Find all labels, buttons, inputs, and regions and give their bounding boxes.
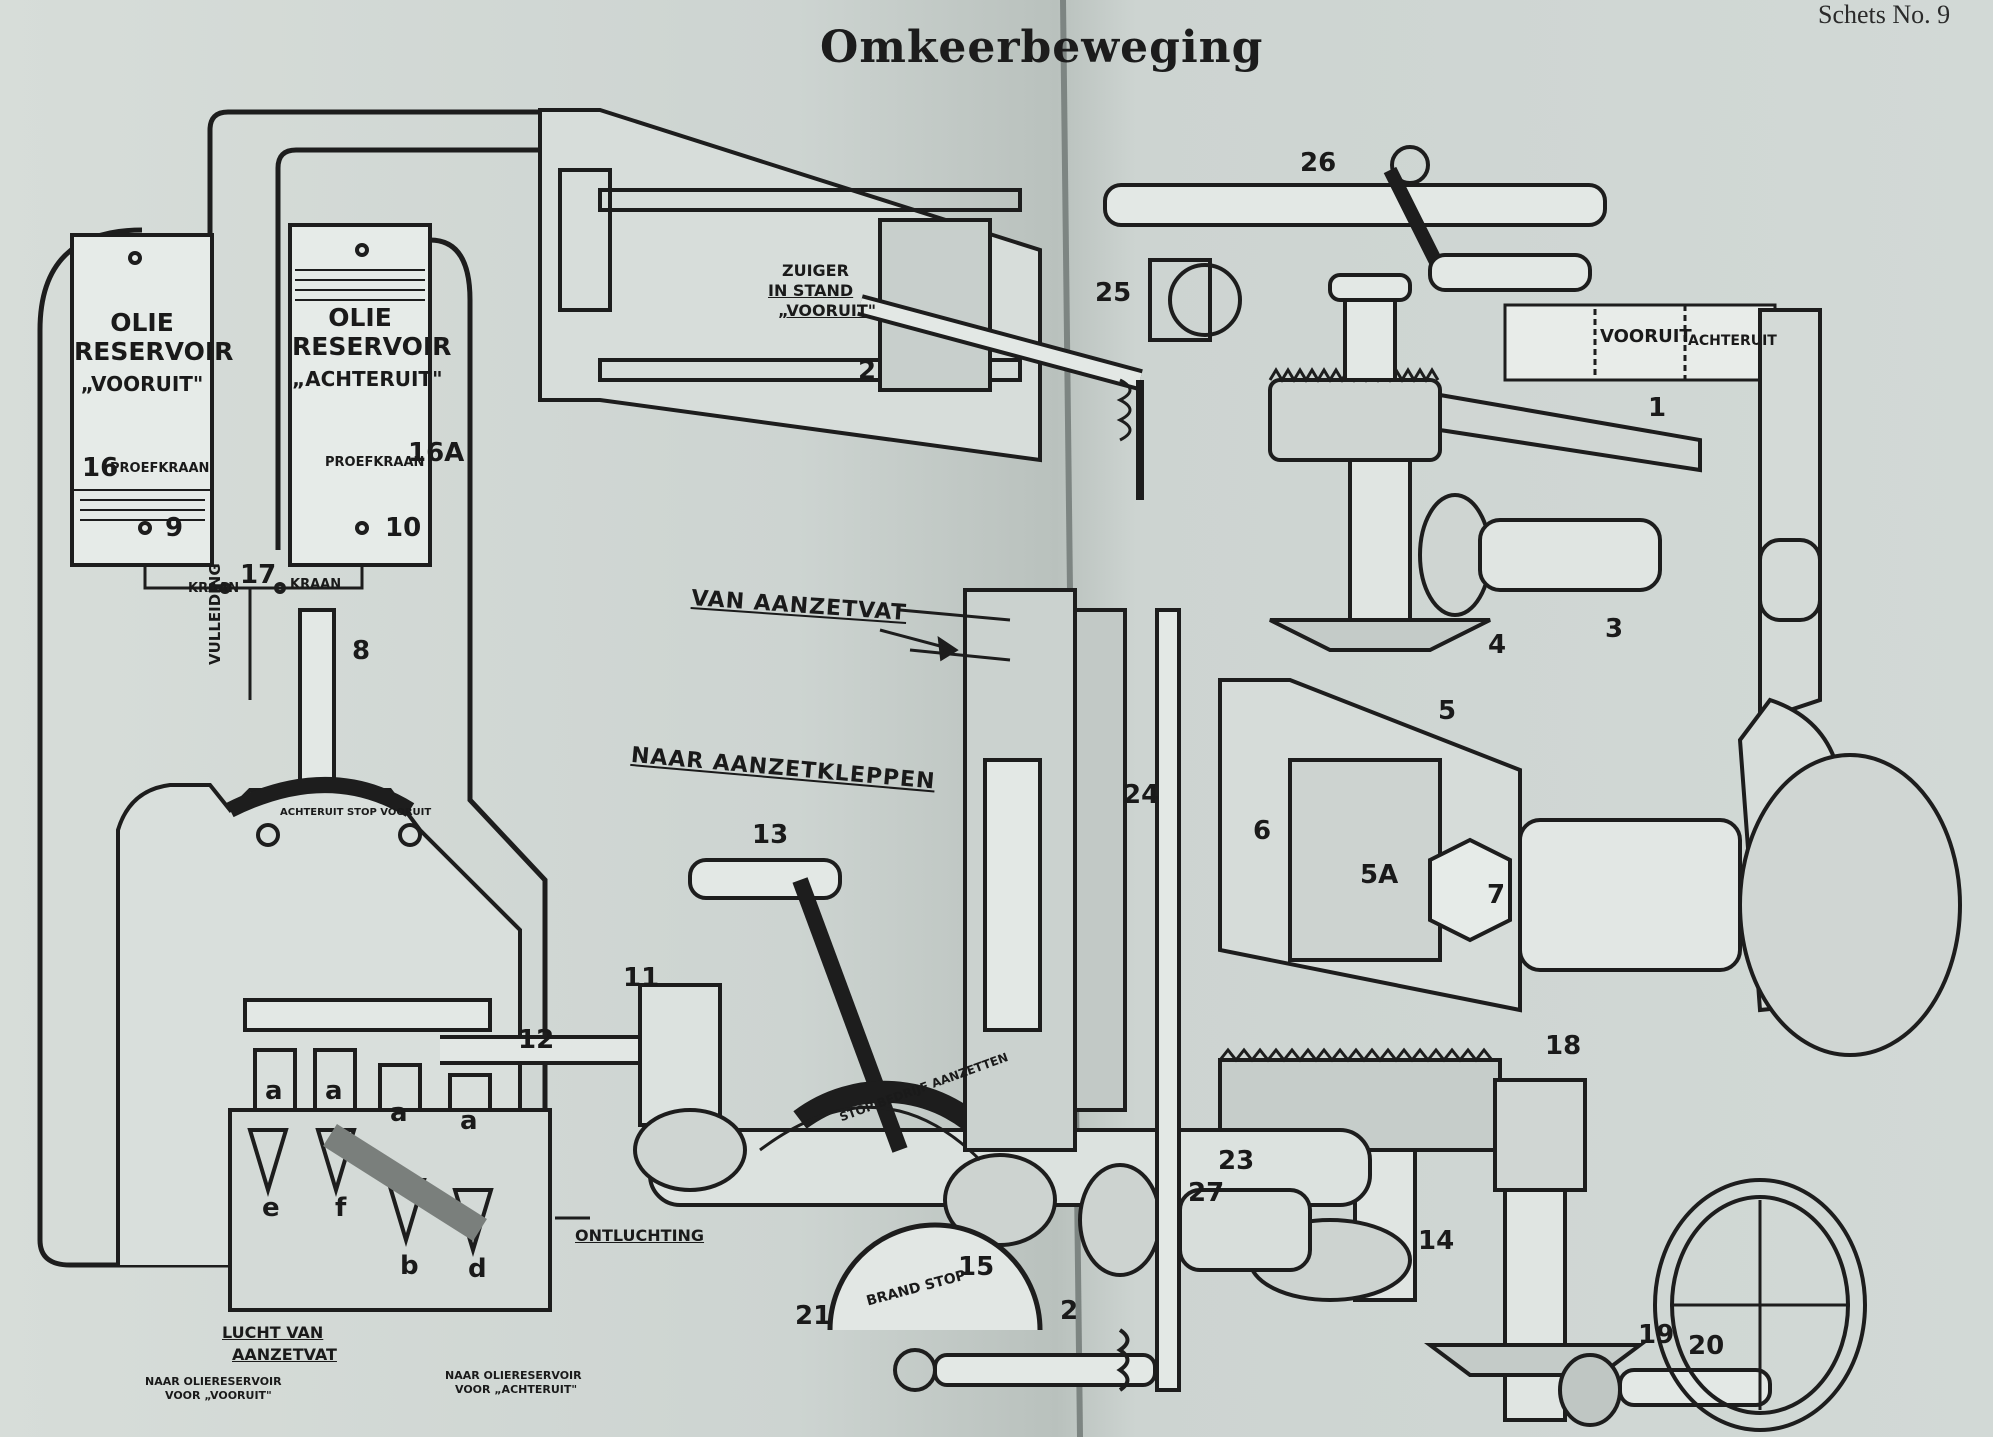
label-2b: 2 xyxy=(1060,1296,1079,1326)
label-19: 19 xyxy=(1638,1320,1675,1350)
valve-a-2: a xyxy=(325,1076,343,1106)
label-26: 26 xyxy=(1300,148,1337,178)
reservoir-left-line2: RESERVOIR xyxy=(74,337,234,366)
valve-a-3: a xyxy=(390,1098,408,1128)
valve-a-4: a xyxy=(460,1106,478,1136)
label-17: 17 xyxy=(240,560,277,590)
valve-f: f xyxy=(335,1193,347,1223)
label-27: 27 xyxy=(1188,1178,1225,1208)
lever-text: ACHTERUIT STOP VOORUIT xyxy=(280,807,432,818)
kraan-left-label: KRAAN xyxy=(188,581,240,596)
label-21: 21 xyxy=(795,1301,832,1331)
label-18: 18 xyxy=(1545,1031,1582,1061)
reservoir-left-label: OLIE RESERVOIR „VOORUIT" xyxy=(74,308,234,396)
label-23: 23 xyxy=(1218,1146,1255,1176)
valve-d: d xyxy=(468,1254,487,1284)
reservoir-right-line1: OLIE xyxy=(328,303,392,332)
reservoir-left-line3: „VOORUIT" xyxy=(80,372,204,396)
reservoir-left-line1: OLIE xyxy=(110,308,174,337)
label-8: 8 xyxy=(352,636,371,666)
diagram-title: Omkeerbeweging xyxy=(820,22,1264,73)
naar-vooruit-line2: VOOR „VOORUIT" xyxy=(165,1389,272,1402)
label-25: 25 xyxy=(1095,278,1132,308)
naar-vooruit-line1: NAAR OLIERESERVOIR xyxy=(145,1375,282,1388)
sketch-number: Schets No. 9 xyxy=(1818,0,1951,29)
indicator-achteruit: ACHTERUIT xyxy=(1688,333,1777,349)
reservoir-left-tap-number: 16 xyxy=(82,453,119,483)
valve-b: b xyxy=(400,1251,419,1281)
label-5: 5 xyxy=(1438,696,1457,726)
label-4: 4 xyxy=(1488,630,1507,660)
zuiger-line3: „VOORUIT" xyxy=(778,301,877,320)
aanzetvat-label: AANZETVAT xyxy=(232,1345,337,1364)
valve-a-1: a xyxy=(265,1076,283,1106)
valve-e: e xyxy=(262,1193,280,1223)
label-11: 11 xyxy=(623,963,660,993)
label-2: 2 xyxy=(858,356,877,386)
label-12: 12 xyxy=(518,1025,555,1055)
zuiger-line2: IN STAND xyxy=(768,281,854,300)
lucht-van-label: LUCHT VAN xyxy=(222,1323,324,1342)
label-15: 15 xyxy=(958,1252,995,1282)
reservoir-left-bottom-number: 9 xyxy=(165,513,184,543)
reservoir-right-label: OLIE RESERVOIR „ACHTERUIT" xyxy=(292,303,452,391)
label-6: 6 xyxy=(1253,816,1272,846)
label-5a: 5A xyxy=(1360,860,1399,890)
reservoir-right-line2: RESERVOIR xyxy=(292,332,452,361)
reservoir-right-tap-label: PROEFKRAAN xyxy=(325,455,425,470)
indicator-vooruit: VOORUIT xyxy=(1600,326,1692,347)
reservoir-left-tap-label: PROEFKRAAN xyxy=(110,461,210,476)
naar-achteruit-line2: VOOR „ACHTERUIT" xyxy=(455,1383,578,1396)
label-14: 14 xyxy=(1418,1226,1455,1256)
vulleiding-label: VULLEIDING xyxy=(206,563,224,665)
label-7: 7 xyxy=(1487,880,1506,910)
naar-achteruit-line1: NAAR OLIERESERVOIR xyxy=(445,1369,582,1382)
zuiger-line1: ZUIGER xyxy=(782,261,849,280)
reservoir-right-bottom-number: 10 xyxy=(385,513,422,543)
label-13: 13 xyxy=(752,820,789,850)
reservoir-right-line3: „ACHTERUIT" xyxy=(292,367,443,391)
label-1: 1 xyxy=(1648,393,1667,423)
label-20: 20 xyxy=(1688,1331,1725,1361)
kraan-right-label: KRAAN xyxy=(290,577,342,592)
label-3: 3 xyxy=(1605,614,1624,644)
ontluchting-label: ONTLUCHTING xyxy=(575,1226,705,1245)
reservoir-right-tap-number: 16A xyxy=(408,438,465,468)
label-24: 24 xyxy=(1123,780,1160,810)
